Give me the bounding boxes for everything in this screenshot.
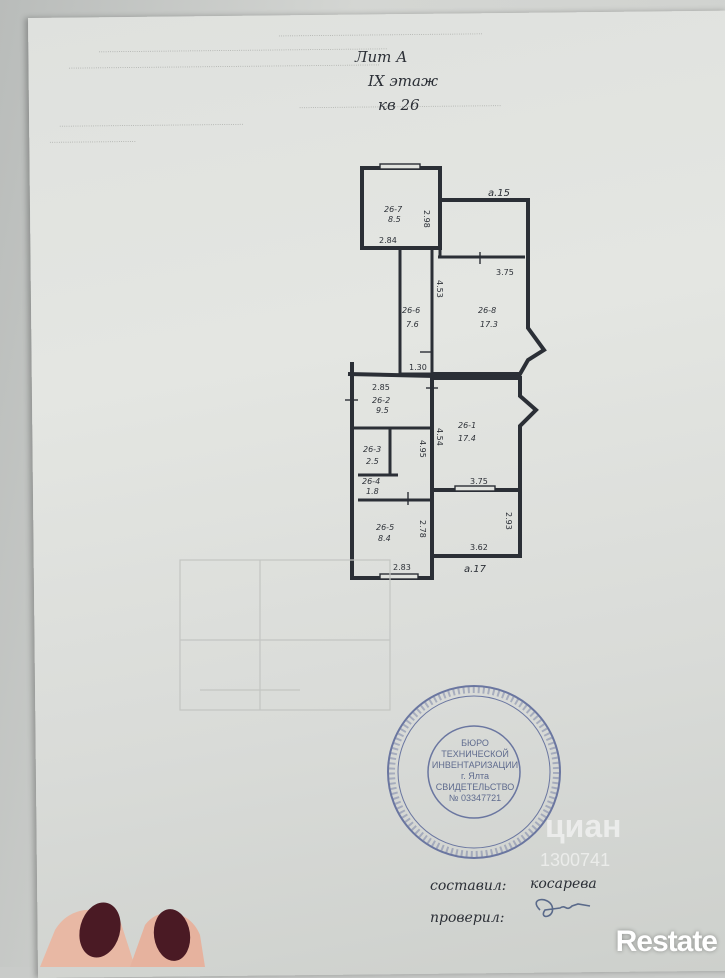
dimension-label: 3.75: [470, 477, 488, 486]
restate-logo: Restate: [615, 925, 718, 958]
checked-signature: [535, 898, 591, 918]
room-26-7-id: 26-7: [384, 205, 403, 214]
dimension-label: 2.93: [504, 512, 513, 530]
room-26-8-id: 26-8: [478, 306, 496, 315]
room-26-2-area: 9.5: [376, 406, 389, 415]
room-26-2-id: 26-2: [372, 396, 390, 405]
cian-watermark: циан: [545, 808, 622, 844]
room-26-5-id: 26-5: [376, 523, 394, 532]
room-26-7-area: 8.5: [388, 215, 401, 224]
stamp-line: г. Ялта: [461, 771, 489, 781]
room-26-1-area: 17.4: [458, 434, 476, 443]
dimension-label: 2.78: [418, 520, 427, 538]
room-26-8-area: 17.3: [480, 320, 498, 329]
window-frame: [379, 573, 419, 580]
bleed-through-plan: [179, 559, 391, 711]
window-frame: [379, 163, 421, 170]
dimension-label: 3.75: [496, 268, 514, 277]
stamp-center-text: БЮРО ТЕХНИЧЕСКОЙ ИНВЕНТАРИЗАЦИИ г. Ялта …: [430, 738, 520, 804]
checked-label: проверил:: [430, 910, 505, 926]
dimension-label: 4.95: [418, 440, 427, 458]
room-26-3-area: 2.5: [366, 457, 379, 466]
dimension-label: 2.98: [422, 210, 431, 228]
room-26-3-id: 26-3: [363, 445, 381, 454]
btu-stamp: [387, 685, 561, 859]
left-rooms-outline: [350, 362, 434, 580]
cian-watermark-number: 1300741: [540, 850, 611, 870]
dimension-label: 2.85: [372, 383, 390, 392]
stamp-line: СВИДЕТЕЛЬСТВО: [435, 782, 515, 792]
apartment-label: кв 26: [378, 96, 420, 114]
stamp-line: № 03347721: [448, 793, 502, 803]
window-frame: [454, 485, 496, 492]
room-26-6-id: 26-6: [402, 306, 420, 315]
dimension-label: 3.62: [470, 543, 488, 552]
dimension-label: 4.54: [435, 428, 444, 446]
room-26-1-outline: [432, 376, 539, 492]
stamp-line: ИНВЕНТАРИЗАЦИИ: [431, 760, 519, 770]
room-26-6-area: 7.6: [406, 320, 419, 329]
dimension-label: 4.53: [435, 280, 444, 298]
stamp-line: ТЕХНИЧЕСКОЙ: [441, 749, 509, 759]
dimension-label: 1.30: [409, 363, 427, 372]
room-26-5-area: 8.4: [378, 534, 391, 543]
compiled-label: составил:: [430, 878, 507, 894]
balcony-label-top: a.15: [488, 188, 510, 199]
dimension-label: 2.84: [379, 236, 397, 245]
room-26-4-id: 26-4: [362, 477, 380, 486]
stamp-line: БЮРО: [461, 738, 489, 748]
compiled-name: косарева: [530, 876, 597, 892]
room-26-4-area: 1.8: [366, 487, 379, 496]
dimension-label: 2.83: [393, 563, 411, 572]
room-26-8-outline: [432, 198, 547, 376]
lit-label: Лит А: [355, 48, 408, 66]
balcony-label-bottom: a.17: [464, 564, 487, 575]
floor-label: IX этаж: [368, 72, 438, 90]
room-26-1-id: 26-1: [458, 421, 476, 430]
